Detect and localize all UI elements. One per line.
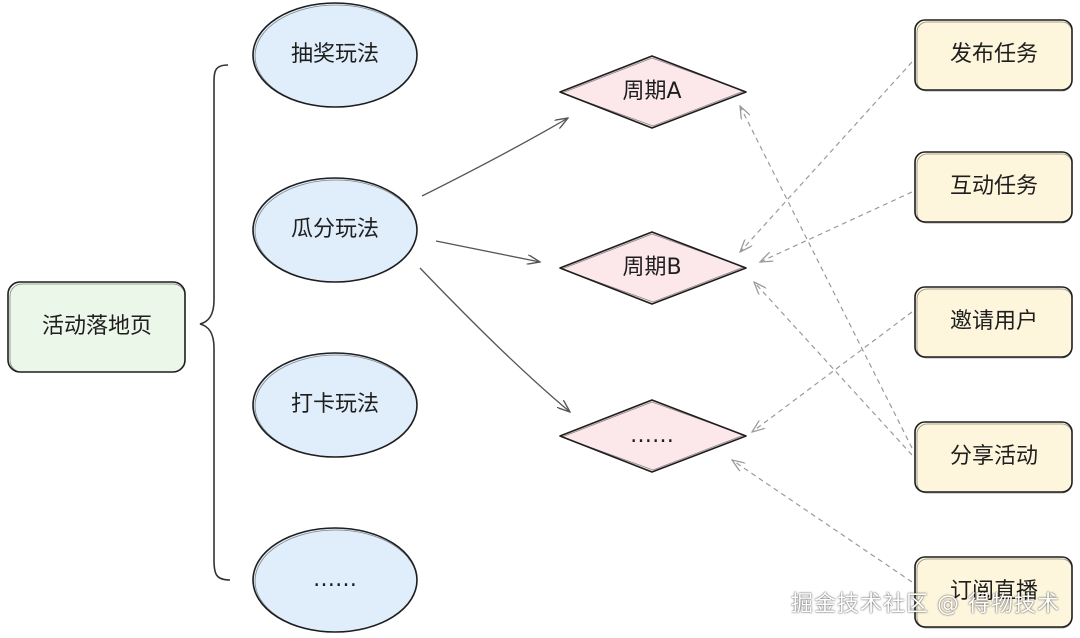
- dash-arrow-share-to-cycle-a: [740, 106, 913, 449]
- mode-node-lottery[interactable]: 抽奖玩法: [252, 2, 418, 108]
- cycle-node-b[interactable]: 周期B: [559, 231, 747, 305]
- mode-label: 抽奖玩法: [291, 42, 379, 67]
- mode-label: ……: [313, 567, 357, 592]
- mode-node-checkin[interactable]: 打卡玩法: [252, 352, 418, 458]
- mode-node-split[interactable]: 瓜分玩法: [252, 177, 418, 283]
- mode-node-more[interactable]: ……: [252, 527, 418, 633]
- mode-label: 瓜分玩法: [291, 217, 379, 242]
- task-label: 邀请用户: [950, 309, 1038, 334]
- cycle-node-a[interactable]: 周期A: [559, 55, 747, 129]
- task-label: 互动任务: [950, 174, 1038, 199]
- mode-label: 打卡玩法: [291, 392, 379, 417]
- cycle-label: 周期B: [622, 255, 681, 280]
- arrow-split-to-cycle-a: [421, 118, 568, 197]
- watermark-text: 掘金技术社区 @ 得物技术: [791, 592, 1060, 617]
- dash-arrow-invite-to-cycle-more: [752, 311, 913, 432]
- arrow-split-to-cycle-more: [419, 267, 570, 412]
- cycle-node-more[interactable]: ……: [559, 399, 747, 473]
- cycle-label: ……: [630, 423, 674, 448]
- root-label: 活动落地页: [42, 314, 152, 339]
- task-label: 分享活动: [950, 444, 1038, 469]
- root-node[interactable]: 活动落地页: [7, 281, 186, 373]
- arrow-split-to-cycle-b: [435, 240, 540, 262]
- task-node-publish[interactable]: 发布任务: [914, 19, 1073, 92]
- dash-arrow-interact-to-cycle-b: [760, 191, 913, 262]
- grouping-brace: [199, 64, 231, 581]
- dash-arrow-publish-to-cycle-b: [740, 61, 913, 252]
- task-label: 发布任务: [950, 42, 1038, 67]
- dash-arrow-share-to-cycle-b: [754, 282, 913, 456]
- task-label: 订阅直播: [950, 579, 1038, 604]
- dash-arrow-subscribe-to-cycle-more: [732, 460, 913, 583]
- task-node-subscribe[interactable]: 订阅直播: [914, 556, 1073, 629]
- task-node-invite[interactable]: 邀请用户: [914, 286, 1073, 359]
- cycle-label: 周期A: [622, 79, 681, 104]
- task-node-share[interactable]: 分享活动: [914, 421, 1073, 494]
- task-node-interact[interactable]: 互动任务: [914, 151, 1073, 224]
